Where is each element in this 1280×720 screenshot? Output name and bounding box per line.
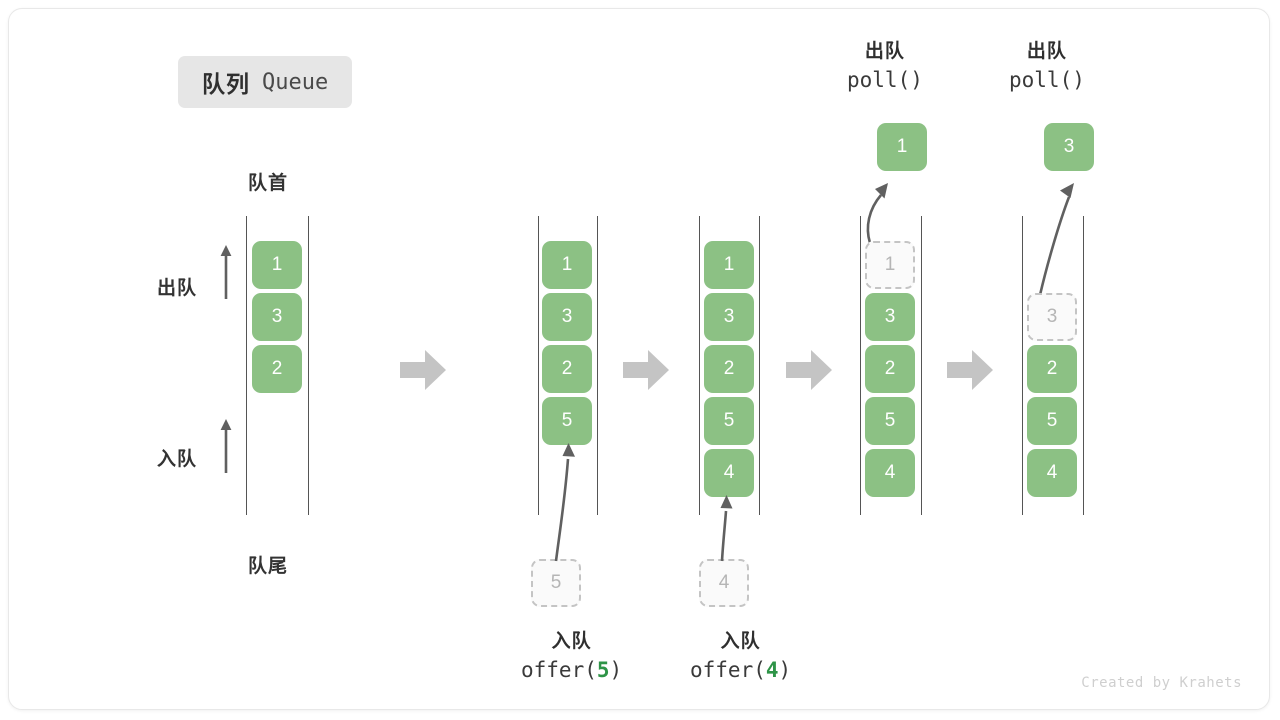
step-arrow-4-icon bbox=[947, 350, 993, 390]
queue-item: 1 bbox=[704, 241, 754, 289]
caption-poll-3-cn: 出队 bbox=[1026, 41, 1067, 62]
enqueue-direction-arrow-icon bbox=[220, 419, 232, 473]
caption-poll-1-code: poll() bbox=[847, 68, 923, 92]
popped-item: 3 bbox=[1044, 123, 1094, 171]
queue-rail-left-4 bbox=[860, 216, 861, 515]
step-arrow-1-icon bbox=[400, 350, 446, 390]
label-dequeue-direction: 出队 bbox=[157, 278, 198, 299]
queue-rail-left-3 bbox=[699, 216, 700, 515]
queue-rail-left-1 bbox=[246, 216, 247, 515]
label-enqueue-direction: 入队 bbox=[157, 449, 198, 470]
step-arrow-2-icon bbox=[623, 350, 669, 390]
credit-text: Created by Krahets bbox=[1081, 675, 1242, 691]
diagram-card: 队列 Queue 队首 队尾 1 3 2 出队 入队 1 3 2 5 5 入队 … bbox=[8, 8, 1270, 710]
queue-item: 2 bbox=[704, 345, 754, 393]
title-badge: 队列 Queue bbox=[178, 56, 353, 108]
queue-item: 4 bbox=[1027, 449, 1077, 497]
enqueue-motion-arrow-1-icon bbox=[554, 443, 575, 562]
caption-offer-4-cn: 入队 bbox=[720, 631, 761, 652]
incoming-ghost-item: 5 bbox=[531, 559, 581, 607]
queue-rail-right-1 bbox=[308, 216, 309, 515]
dequeue-motion-arrow-1-icon bbox=[866, 183, 888, 244]
caption-offer-4-code: offer(4) bbox=[690, 658, 792, 682]
queue-item: 3 bbox=[542, 293, 592, 341]
caption-poll-1-cn: 出队 bbox=[864, 41, 905, 62]
outgoing-ghost-item: 3 bbox=[1027, 293, 1077, 341]
queue-item: 5 bbox=[865, 397, 915, 445]
caption-offer-5: 入队 offer(5) bbox=[521, 629, 622, 685]
queue-item: 3 bbox=[704, 293, 754, 341]
queue-rail-right-2 bbox=[597, 216, 598, 515]
caption-poll-3-code: poll() bbox=[1009, 68, 1085, 92]
caption-poll-3: 出队 poll() bbox=[1009, 39, 1085, 95]
queue-rail-left-5 bbox=[1022, 216, 1023, 515]
queue-item: 2 bbox=[1027, 345, 1077, 393]
queue-item: 1 bbox=[252, 241, 302, 289]
queue-rail-right-5 bbox=[1083, 216, 1084, 515]
queue-rail-right-4 bbox=[921, 216, 922, 515]
popped-item: 1 bbox=[877, 123, 927, 171]
title-en: Queue bbox=[262, 69, 329, 95]
incoming-ghost-item: 4 bbox=[699, 559, 749, 607]
outgoing-ghost-item: 1 bbox=[865, 241, 915, 289]
label-rear: 队尾 bbox=[248, 556, 289, 577]
queue-item: 1 bbox=[542, 241, 592, 289]
step-arrow-3-icon bbox=[786, 350, 832, 390]
queue-item: 2 bbox=[252, 345, 302, 393]
queue-item: 4 bbox=[865, 449, 915, 497]
enqueue-motion-arrow-2-icon bbox=[720, 495, 733, 562]
queue-rail-right-3 bbox=[759, 216, 760, 515]
queue-item: 2 bbox=[542, 345, 592, 393]
caption-offer-5-cn: 入队 bbox=[551, 631, 592, 652]
caption-offer-4: 入队 offer(4) bbox=[690, 629, 791, 685]
queue-item-new: 5 bbox=[542, 397, 592, 445]
queue-item: 5 bbox=[1027, 397, 1077, 445]
queue-item-new: 4 bbox=[704, 449, 754, 497]
queue-item: 3 bbox=[865, 293, 915, 341]
dequeue-motion-arrow-2-icon bbox=[1038, 183, 1074, 296]
title-cn: 队列 bbox=[202, 71, 250, 97]
caption-poll-1: 出队 poll() bbox=[847, 39, 923, 95]
queue-item: 5 bbox=[704, 397, 754, 445]
caption-offer-5-code: offer(5) bbox=[521, 658, 623, 682]
dequeue-direction-arrow-icon bbox=[220, 245, 232, 299]
label-front: 队首 bbox=[248, 173, 289, 194]
queue-rail-left-2 bbox=[538, 216, 539, 515]
queue-item: 2 bbox=[865, 345, 915, 393]
queue-item: 3 bbox=[252, 293, 302, 341]
